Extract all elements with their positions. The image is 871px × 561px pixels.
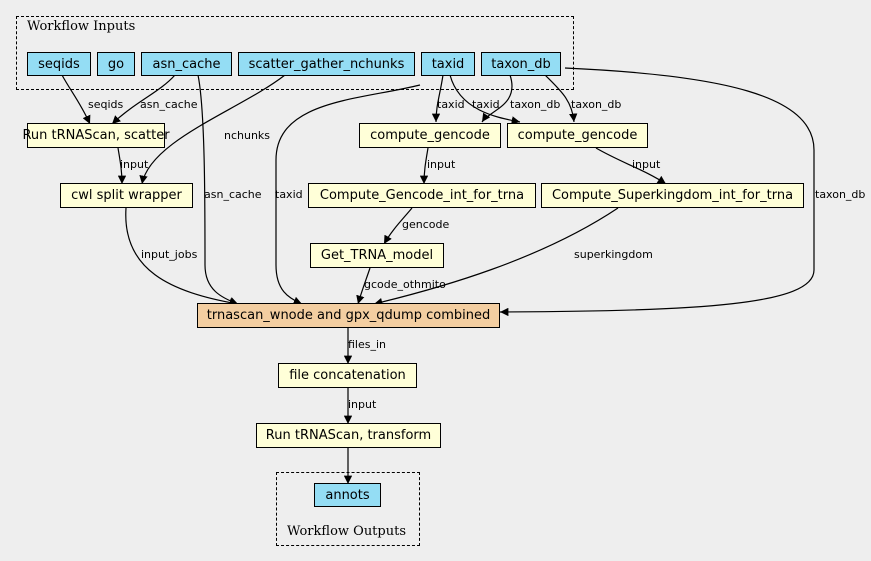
input-node-scatter-gather-nchunks[interactable]: scatter_gather_nchunks	[238, 52, 415, 76]
output-node-annots[interactable]: annots	[314, 483, 381, 507]
edge-gencodeint-to-gettrna	[383, 207, 413, 245]
edge-taxid-to-gencode1	[431, 74, 444, 123]
step-trnascan-wnode-gpx-qdump-combined[interactable]: trnascan_wnode and gpx_qdump combined	[197, 303, 500, 328]
step-compute-superkingdom-int-for-trna[interactable]: Compute_Superkingdom_int_for_trna	[541, 183, 804, 208]
step-compute-gencode-2[interactable]: compute_gencode	[507, 123, 648, 148]
input-node-taxid[interactable]: taxid	[421, 52, 475, 76]
edge-asn-cache-to-combined	[197, 74, 239, 305]
step-compute-gencode-1[interactable]: compute_gencode	[359, 123, 501, 148]
edge-label-taxid-a: taxid	[437, 98, 465, 111]
edge-scatter-to-split	[117, 147, 127, 185]
step-run-trnascan-transform[interactable]: Run tRNAScan, transform	[256, 423, 441, 448]
edge-label-superkingdom: superkingdom	[574, 248, 653, 261]
edge-label-input-concat: input	[348, 398, 377, 411]
edge-gencode1-to-gencodeint	[419, 147, 429, 185]
input-node-go[interactable]: go	[97, 52, 135, 76]
input-node-seqids[interactable]: seqids	[27, 52, 91, 76]
edge-nchunks-to-split	[139, 74, 286, 185]
edge-label-seqids: seqids	[88, 98, 124, 111]
edge-label-input-jobs: input_jobs	[141, 248, 198, 261]
edge-taxondb-to-gencode2	[544, 74, 578, 123]
workflow-outputs-cluster	[276, 472, 420, 546]
edge-label-asn-cache-2: asn_cache	[204, 188, 262, 201]
step-cwl-split-wrapper[interactable]: cwl split wrapper	[60, 183, 193, 208]
edge-seqids-to-scatter	[61, 74, 91, 125]
workflow-inputs-cluster	[16, 16, 574, 90]
edge-label-input-superkingdom: input	[632, 158, 661, 171]
edge-label-gencode: gencode	[402, 218, 450, 231]
input-node-taxon-db[interactable]: taxon_db	[481, 52, 561, 76]
edge-label-input-split: input	[120, 158, 149, 171]
edge-gencode2-to-superkingdom	[595, 147, 667, 185]
edge-label-taxid-c: taxid	[275, 188, 303, 201]
edge-superkingdom-to-combined	[373, 207, 619, 307]
edge-label-taxon-db-a: taxon_db	[510, 98, 561, 111]
edge-label-input-gencode: input	[427, 158, 456, 171]
workflow-outputs-label: Workflow Outputs	[287, 524, 406, 539]
edge-label-taxon-db-b: taxon_db	[571, 98, 622, 111]
edge-taxondb-to-combined	[499, 67, 815, 317]
edge-asn-cache-to-scatter	[111, 74, 176, 125]
edge-label-asn-cache-1: asn_cache	[140, 98, 198, 111]
step-compute-gencode-int-for-trna[interactable]: Compute_Gencode_int_for_trna	[308, 183, 536, 208]
input-node-asn-cache[interactable]: asn_cache	[141, 52, 232, 76]
edge-label-taxon-db-c: taxon_db	[815, 188, 866, 201]
workflow-inputs-label: Workflow Inputs	[27, 19, 136, 34]
edge-label-taxid-b: taxid	[472, 98, 500, 111]
step-file-concatenation[interactable]: file concatenation	[278, 363, 417, 388]
edge-taxondb-to-gencode1	[481, 74, 513, 123]
edge-label-nchunks: nchunks	[224, 129, 271, 142]
step-get-trna-model[interactable]: Get_TRNA_model	[310, 243, 444, 268]
step-run-trnascan-scatter[interactable]: Run tRNAScan, scatter	[22, 123, 170, 148]
edge-taxid-to-gencode2	[449, 74, 521, 125]
edge-taxid-to-combined	[275, 84, 421, 305]
edge-split-to-combined	[125, 207, 239, 307]
edge-gettrna-to-combined	[356, 267, 371, 305]
edge-label-files-in: files_in	[348, 338, 387, 351]
edge-label-gcode-othmito: gcode_othmito	[364, 278, 446, 291]
